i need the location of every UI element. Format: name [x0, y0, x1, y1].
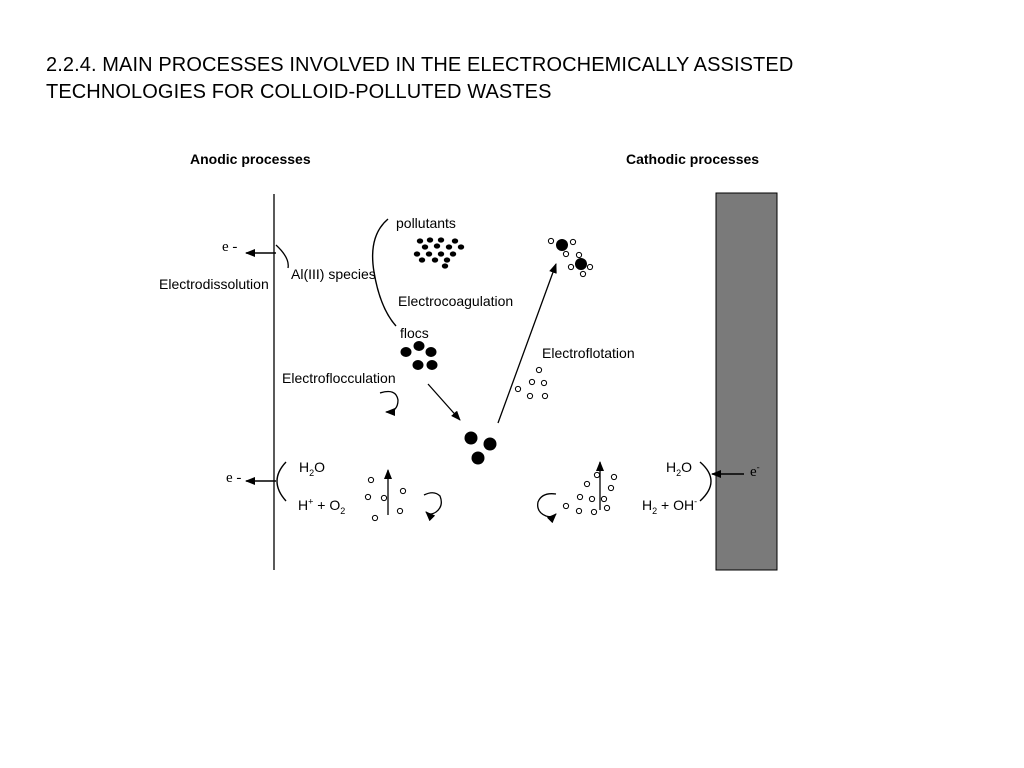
floated-particles	[547, 237, 594, 278]
slide-title-line-2: TECHNOLOGIES FOR COLLOID-POLLUTED WASTES	[46, 81, 552, 103]
flotation-arrow	[497, 263, 557, 424]
flocculation-loop	[379, 390, 399, 416]
electron-label-cathode: e-	[750, 462, 760, 481]
electrocoagulation-label: Electrocoagulation	[398, 293, 514, 309]
al-species-label: Al(III) species	[291, 266, 376, 282]
anode-products-label: H+ + O2	[298, 496, 346, 516]
cathode-bubbles	[562, 471, 618, 516]
pollutant-particles	[413, 237, 465, 269]
cathode-reaction-bracket	[699, 461, 712, 502]
electron-label-bottom: e -	[226, 470, 242, 486]
floc-aggregate	[464, 431, 497, 465]
cathode-products-label: H2 + OH-	[642, 496, 698, 516]
electroflocculation-label: Electroflocculation	[282, 370, 396, 386]
pollutants-label: pollutants	[396, 215, 456, 231]
slide-title: 2.2.4. MAIN PROCESSES INVOLVED IN THE EL…	[46, 52, 946, 106]
anode-bubbles	[364, 476, 407, 522]
floc-particles	[400, 341, 438, 370]
flocs-label: flocs	[400, 325, 429, 341]
cathode-plate	[715, 192, 778, 571]
electron-label-top: e -	[222, 239, 238, 255]
coagulation-bracket	[371, 218, 397, 327]
anode-h2o-label: H2O	[299, 459, 326, 478]
flotation-bubbles	[514, 366, 549, 400]
cathode-mixing-loop	[537, 493, 557, 524]
anode-reaction-bracket	[276, 461, 287, 502]
electroflotation-label: Electroflotation	[542, 345, 635, 361]
anodic-processes-heading: Anodic processes	[190, 151, 311, 167]
cathodic-processes-heading: Cathodic processes	[626, 151, 760, 167]
electrodissolution-curl	[275, 244, 289, 269]
slide-title-line-1: 2.2.4. MAIN PROCESSES INVOLVED IN THE EL…	[46, 54, 794, 76]
electrodissolution-label: Electrodissolution	[159, 276, 269, 292]
anode-mixing-loop	[423, 492, 442, 522]
cathode-h2o-label: H2O	[666, 459, 693, 478]
floc-settling-arrow	[427, 383, 461, 421]
